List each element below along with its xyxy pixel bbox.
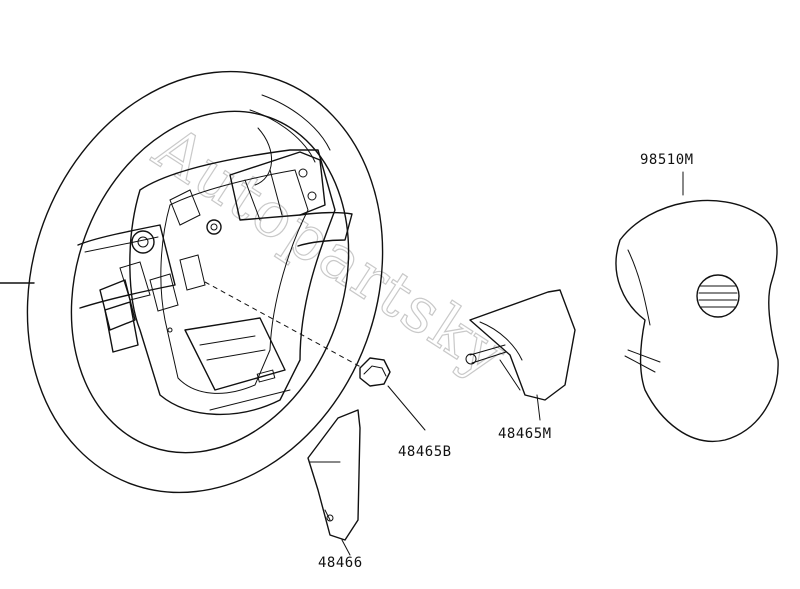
watermark-text: Autopartsky: [141, 111, 521, 393]
nut-part: [359, 357, 426, 431]
airbag-module-part: [615, 171, 779, 443]
part-label-cover-left: 48466: [318, 555, 363, 571]
part-label-cover-right: 48465M: [498, 426, 552, 442]
right-cover-part: [465, 289, 576, 421]
part-label-airbag: 98510M: [640, 152, 694, 168]
nut-assembly-line: [204, 281, 371, 373]
part-label-nut: 48465B: [398, 444, 452, 460]
steering-wheel-drawing: [0, 70, 384, 494]
left-cover-part: [307, 409, 361, 556]
